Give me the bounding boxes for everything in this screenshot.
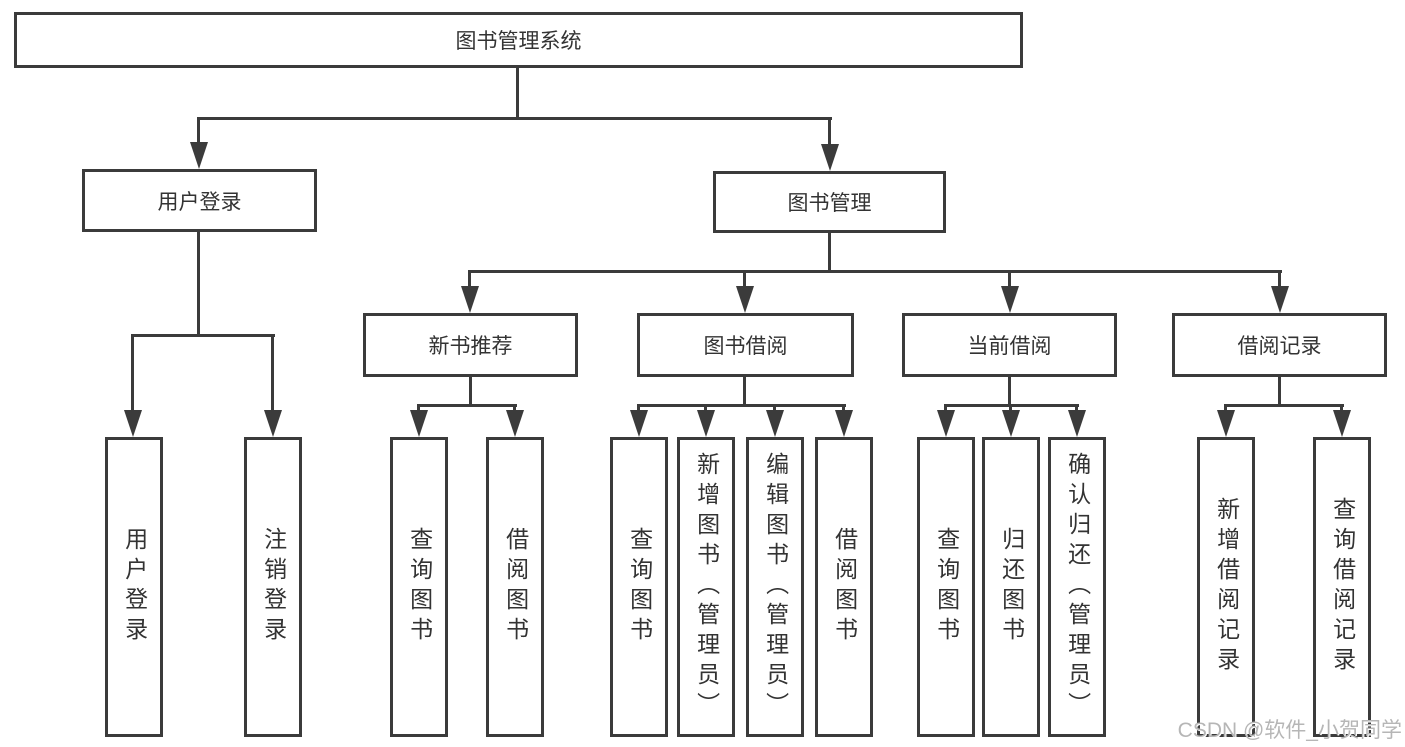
node-borrow-records-label: 借阅记录 [1237,335,1322,358]
leaf-edit-book-admin: 编辑图书（管理员） [746,437,804,737]
connector-user-horizontal [131,334,275,337]
connector-level1-horizontal [197,117,832,120]
arrowhead-down-icon [697,410,715,437]
node-root: 图书管理系统 [14,12,1023,68]
leaf-logout-label: 注销登录 [260,527,287,647]
arrowhead-down-icon [736,286,754,313]
connector-stem-leaf [842,404,845,413]
connector-level2-horizontal [469,270,1282,273]
connector-stem-leaf [417,404,420,413]
connector-stem-leaf [513,404,516,413]
leaf-return-book-label: 归还图书 [998,527,1025,647]
connector-trunk-vertical [516,68,519,119]
connector-group-vertical [1008,377,1011,406]
connector-stem-group [468,270,471,288]
node-book-borrow: 图书借阅 [637,313,854,377]
arrowhead-down-icon [1217,410,1235,437]
leaf-query-books-current: 查询图书 [917,437,975,737]
node-user-login-label: 用户登录 [157,190,242,214]
connector-stem-leaf [637,404,640,413]
leaf-add-book-admin-label: 新增图书（管理员） [693,452,720,722]
arrowhead-down-icon [410,410,428,437]
connector-group-horizontal [417,404,517,407]
leaf-user-login-label: 用户登录 [121,527,148,647]
connector-stem-user [197,117,200,145]
node-new-book-recommend: 新书推荐 [363,313,578,377]
connector-stem-group [1278,270,1281,288]
leaf-query-books-borrow: 查询图书 [610,437,668,737]
node-borrow-records: 借阅记录 [1172,313,1387,377]
leaf-query-books-recommend: 查询图书 [390,437,448,737]
node-user-login: 用户登录 [82,169,317,232]
connector-group-vertical [469,377,472,406]
node-book-borrow-label: 图书借阅 [703,335,788,358]
arrowhead-down-icon [124,410,142,437]
arrowhead-down-icon [1271,286,1289,313]
connector-stem-leaf [131,334,134,412]
connector-stem-group [1008,270,1011,288]
connector-stem-leaf [1075,404,1078,413]
leaf-borrow-books-recommend: 借阅图书 [486,437,544,737]
connector-group-horizontal [1224,404,1344,407]
node-current-borrow: 当前借阅 [902,313,1117,377]
arrowhead-down-icon [264,410,282,437]
connector-user-vertical [197,232,200,336]
leaf-query-borrow-record-label: 查询借阅记录 [1329,497,1356,677]
leaf-query-books-current-label: 查询图书 [933,527,960,647]
connector-stem-leaf [944,404,947,413]
csdn-watermark: CSDN @软件_小贺同学 [1177,719,1402,742]
connector-stem-leaf [704,404,707,413]
arrowhead-down-icon [190,142,208,169]
connector-stem-group [743,270,746,288]
leaf-confirm-return-admin-label: 确认归还（管理员） [1064,452,1091,722]
connector-group-vertical [1278,377,1281,406]
arrowhead-down-icon [766,410,784,437]
connector-group-vertical [743,377,746,406]
node-new-book-recommend-label: 新书推荐 [428,335,513,358]
connector-stem-leaf [1340,404,1343,413]
node-book-management-label: 图书管理 [787,192,872,215]
arrowhead-down-icon [937,410,955,437]
connector-group-horizontal [637,404,846,407]
leaf-query-books-borrow-label: 查询图书 [626,527,653,647]
arrowhead-down-icon [1002,410,1020,437]
connector-stem-leaf [271,334,274,412]
connector-book-vertical [828,233,831,272]
leaf-query-borrow-record: 查询借阅记录 [1313,437,1371,737]
leaf-borrow-books-recommend-label: 借阅图书 [502,527,529,647]
leaf-return-book: 归还图书 [982,437,1040,737]
leaf-logout: 注销登录 [244,437,302,737]
arrowhead-down-icon [1068,410,1086,437]
leaf-edit-book-admin-label: 编辑图书（管理员） [762,452,789,722]
connector-stem-leaf [1224,404,1227,413]
arrowhead-down-icon [506,410,524,437]
connector-stem-leaf [1009,404,1012,413]
arrowhead-down-icon [630,410,648,437]
connector-stem-leaf [773,404,776,413]
arrowhead-down-icon [835,410,853,437]
leaf-borrow-books: 借阅图书 [815,437,873,737]
node-book-management: 图书管理 [713,171,946,233]
arrowhead-down-icon [1333,410,1351,437]
connector-stem-book [828,117,831,147]
leaf-query-books-recommend-label: 查询图书 [406,527,433,647]
node-current-borrow-label: 当前借阅 [967,335,1052,358]
arrowhead-down-icon [1001,286,1019,313]
leaf-borrow-books-label: 借阅图书 [831,527,858,647]
leaf-add-book-admin: 新增图书（管理员） [677,437,735,737]
arrowhead-down-icon [821,144,839,171]
arrowhead-down-icon [461,286,479,313]
leaf-confirm-return-admin: 确认归还（管理员） [1048,437,1106,737]
leaf-user-login: 用户登录 [105,437,163,737]
node-root-label: 图书管理系统 [455,30,582,53]
leaf-add-borrow-record: 新增借阅记录 [1197,437,1255,737]
leaf-add-borrow-record-label: 新增借阅记录 [1213,497,1240,677]
